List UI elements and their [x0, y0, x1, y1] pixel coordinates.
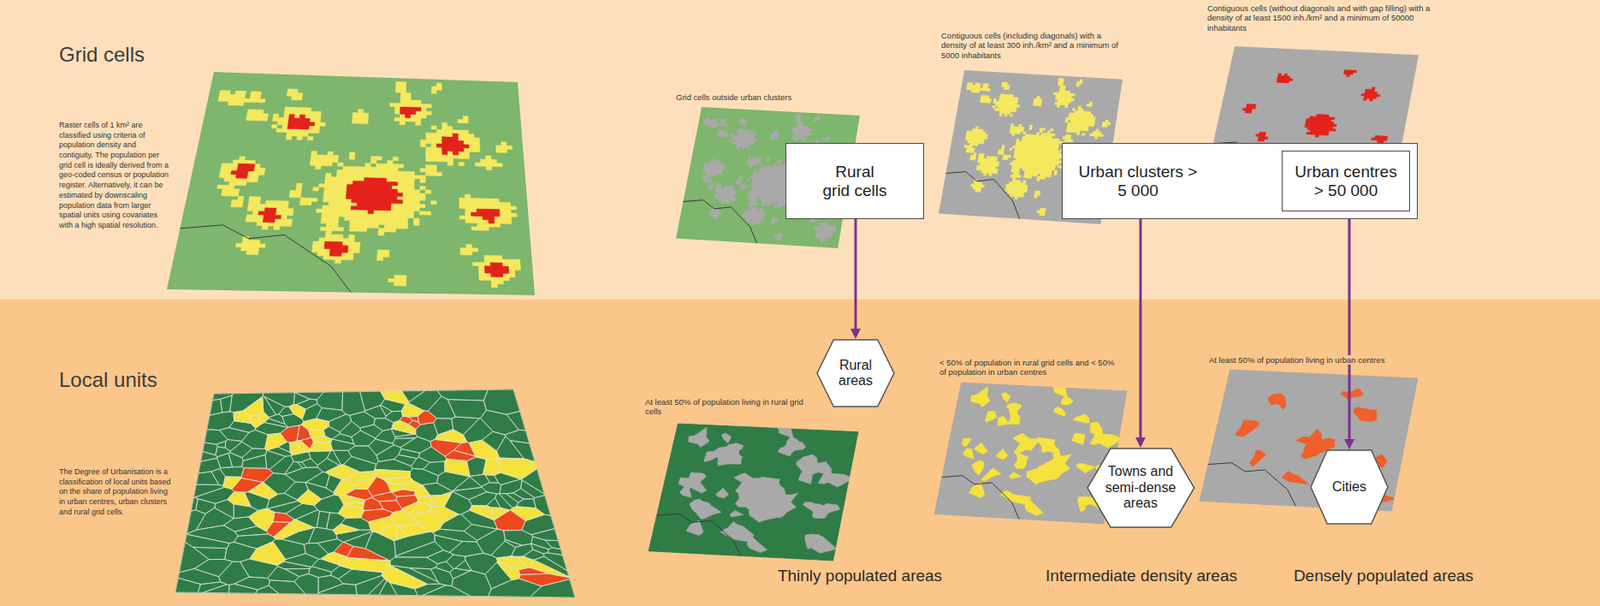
class-hexagon: Rural areas: [816, 338, 895, 408]
label-holder: Local units: [59, 367, 248, 393]
map-caption: Grid cells outside urban clusters: [675, 92, 848, 102]
hexagon-shape: [817, 339, 895, 407]
node-label: Cities: [1323, 479, 1375, 495]
map-caption: < 50% of population in rural grid cells …: [939, 357, 1120, 378]
label-holder: Intermediate density areas: [1021, 566, 1262, 587]
class-name: Intermediate density areas: [1021, 566, 1262, 587]
label-holder: < 50% of population in rural grid cells …: [939, 357, 1120, 378]
local-unit-cells: [678, 426, 850, 553]
settlement-cells: [231, 106, 510, 278]
node-label: Rural grid cells: [822, 162, 889, 201]
node-label: Rural areas: [829, 357, 882, 390]
label-holder: Contiguous cells (without diagonals and …: [1207, 3, 1435, 33]
label-holder: Densely populated areas: [1263, 566, 1504, 587]
country-border: [945, 171, 1020, 220]
label-holder: At least 50% of population living in urb…: [1207, 350, 1426, 367]
local-unit-cells: [175, 389, 575, 598]
unit-boundaries: [175, 389, 575, 598]
country-border: [657, 513, 741, 556]
class-hexagon: Cities: [1309, 449, 1389, 525]
class-name: Thinly populated areas: [740, 566, 980, 587]
criteria-box: Urban centres > 50 000: [1281, 150, 1411, 212]
label-holder: Grid cells: [59, 42, 248, 68]
description-text: The Degree of Urbanisation is a classifi…: [59, 467, 175, 517]
map-ground: [648, 423, 859, 561]
section-heading: Local units: [59, 367, 248, 393]
hexagon-shape: [1087, 448, 1195, 528]
local-units-band: [0, 299, 1600, 606]
node-label: Urban clusters > 5 000: [1078, 162, 1198, 201]
flow-arrow: [854, 219, 858, 334]
criteria-box: Rural grid cells: [785, 142, 925, 220]
label-holder: At least 50% of population living in rur…: [645, 397, 810, 417]
map-caption: Contiguous cells (including diagonals) w…: [941, 30, 1126, 60]
grid-cells-band: [0, 0, 1600, 300]
class-name: Densely populated areas: [1263, 566, 1504, 587]
country-border: [1208, 462, 1296, 507]
country-border: [179, 225, 351, 293]
settlement-cells: [217, 81, 522, 288]
description-text: Raster cells of 1 km² are classified usi…: [59, 120, 172, 232]
label-holder: Grid cells outside urban clusters: [675, 92, 848, 102]
map-caption: At least 50% of population living in rur…: [645, 397, 810, 417]
country-border: [682, 200, 757, 244]
map-caption: Contiguous cells (without diagonals and …: [1207, 3, 1435, 33]
label-holder: Contiguous cells (including diagonals) w…: [941, 30, 1126, 60]
node-label: Towns and semi-dense areas: [1104, 463, 1177, 511]
section-heading: Grid cells: [59, 42, 248, 68]
local-units-map: [175, 389, 575, 598]
label-holder: Thinly populated areas: [740, 566, 980, 587]
criteria-box: Urban clusters > 5 000 Urban centres > 50…: [1061, 142, 1418, 220]
class-hexagon: Towns and semi-dense areas: [1086, 447, 1196, 528]
label-holder: Raster cells of 1 km² are classified usi…: [59, 120, 172, 232]
grid-cells-map: [166, 71, 535, 296]
label-holder: The Degree of Urbanisation is a classifi…: [59, 467, 175, 517]
flow-arrow: [1348, 211, 1352, 445]
node-label: Urban centres > 50 000: [1291, 162, 1400, 201]
local-unit-cells: [648, 423, 859, 561]
hexagon-shape: [1310, 450, 1388, 524]
rural-areas-map: [648, 423, 859, 561]
map-ground: [175, 389, 575, 598]
map-caption: At least 50% of population living in urb…: [1207, 355, 1387, 365]
flow-arrow: [1138, 219, 1142, 443]
map-ground: [166, 71, 535, 296]
country-border: [942, 475, 1020, 520]
